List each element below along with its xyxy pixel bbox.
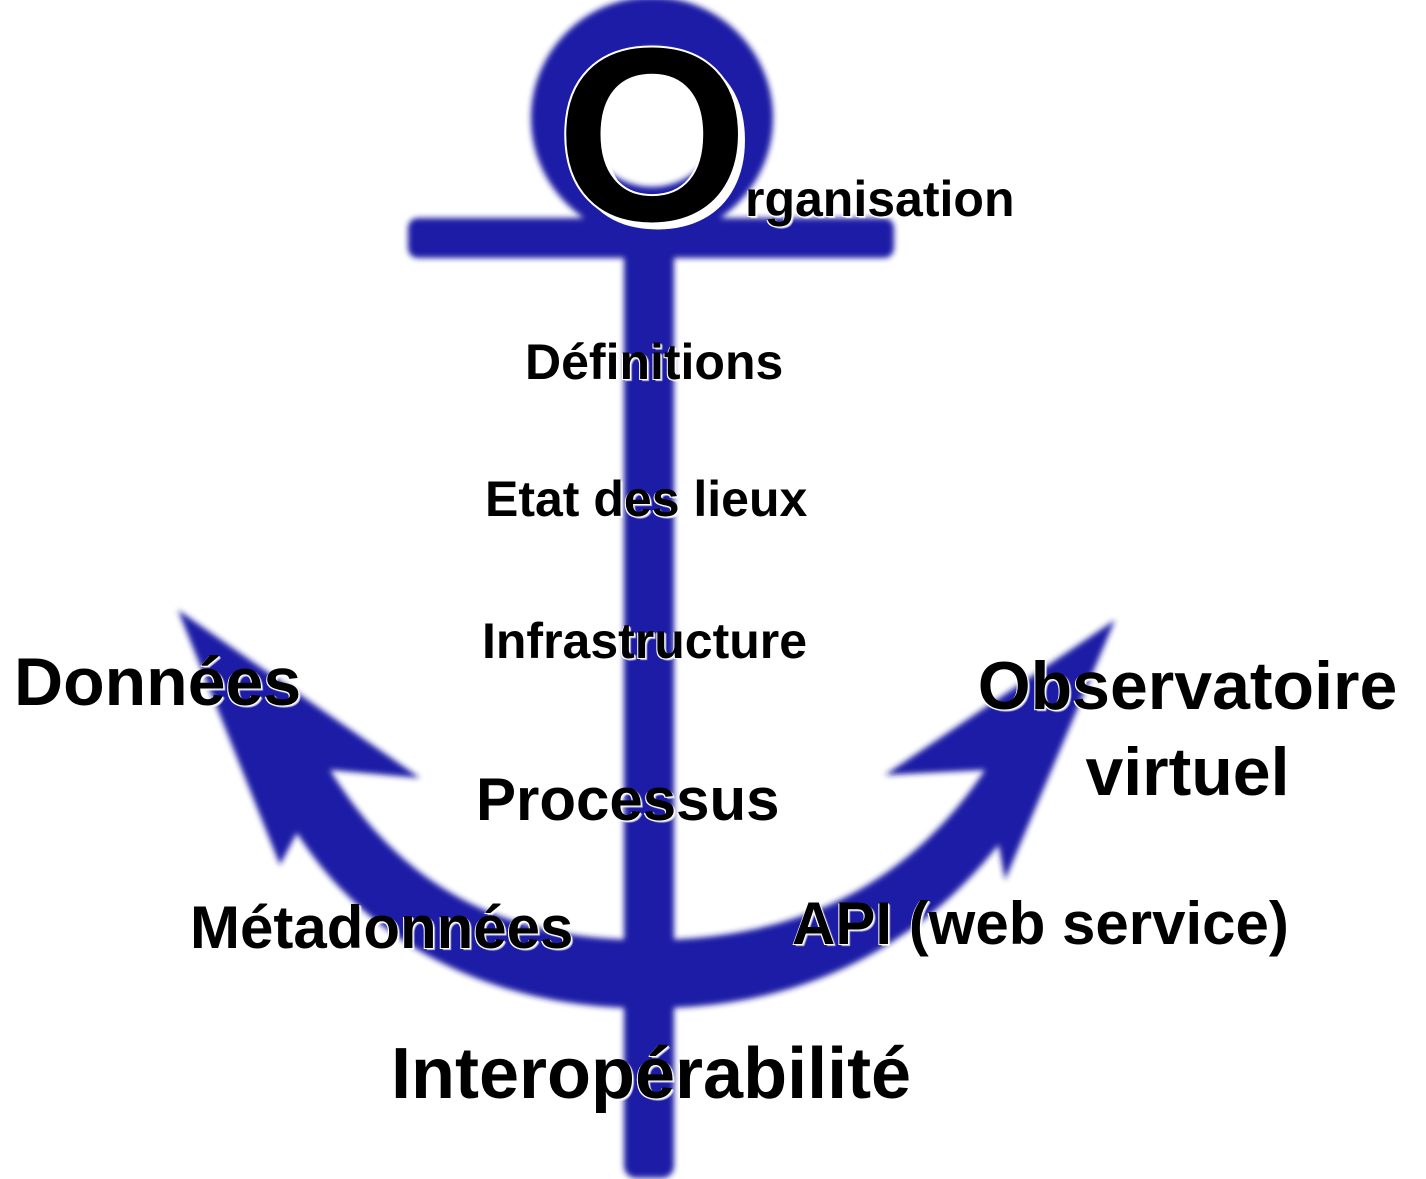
- anchor-right-fluke: [885, 620, 1115, 880]
- donnees-label: Données: [14, 644, 302, 720]
- anchor-ring: [531, 0, 773, 239]
- etat-des-lieux-label: Etat des lieux: [485, 471, 808, 527]
- observatoire-line2: virtuel: [1085, 734, 1290, 810]
- infrastructure-label: Infrastructure: [482, 613, 808, 669]
- definitions-label: Définitions: [525, 334, 784, 390]
- observatoire-line1: Observatoire: [977, 648, 1398, 724]
- observatoire-virtuel-label: Observatoire virtuel: [955, 643, 1420, 815]
- organisation-initial: O: [554, 0, 750, 274]
- api-label: API (web service): [792, 890, 1289, 957]
- anchor-arms: [278, 770, 1030, 1009]
- anchor-left-fluke: [178, 610, 420, 865]
- organisation-label: rganisation: [745, 171, 1015, 227]
- processus-label: Processus: [476, 766, 780, 833]
- metadonnees-label: Métadonnées: [190, 894, 574, 961]
- interoperabilite-label: Interopérabilité: [391, 1034, 912, 1114]
